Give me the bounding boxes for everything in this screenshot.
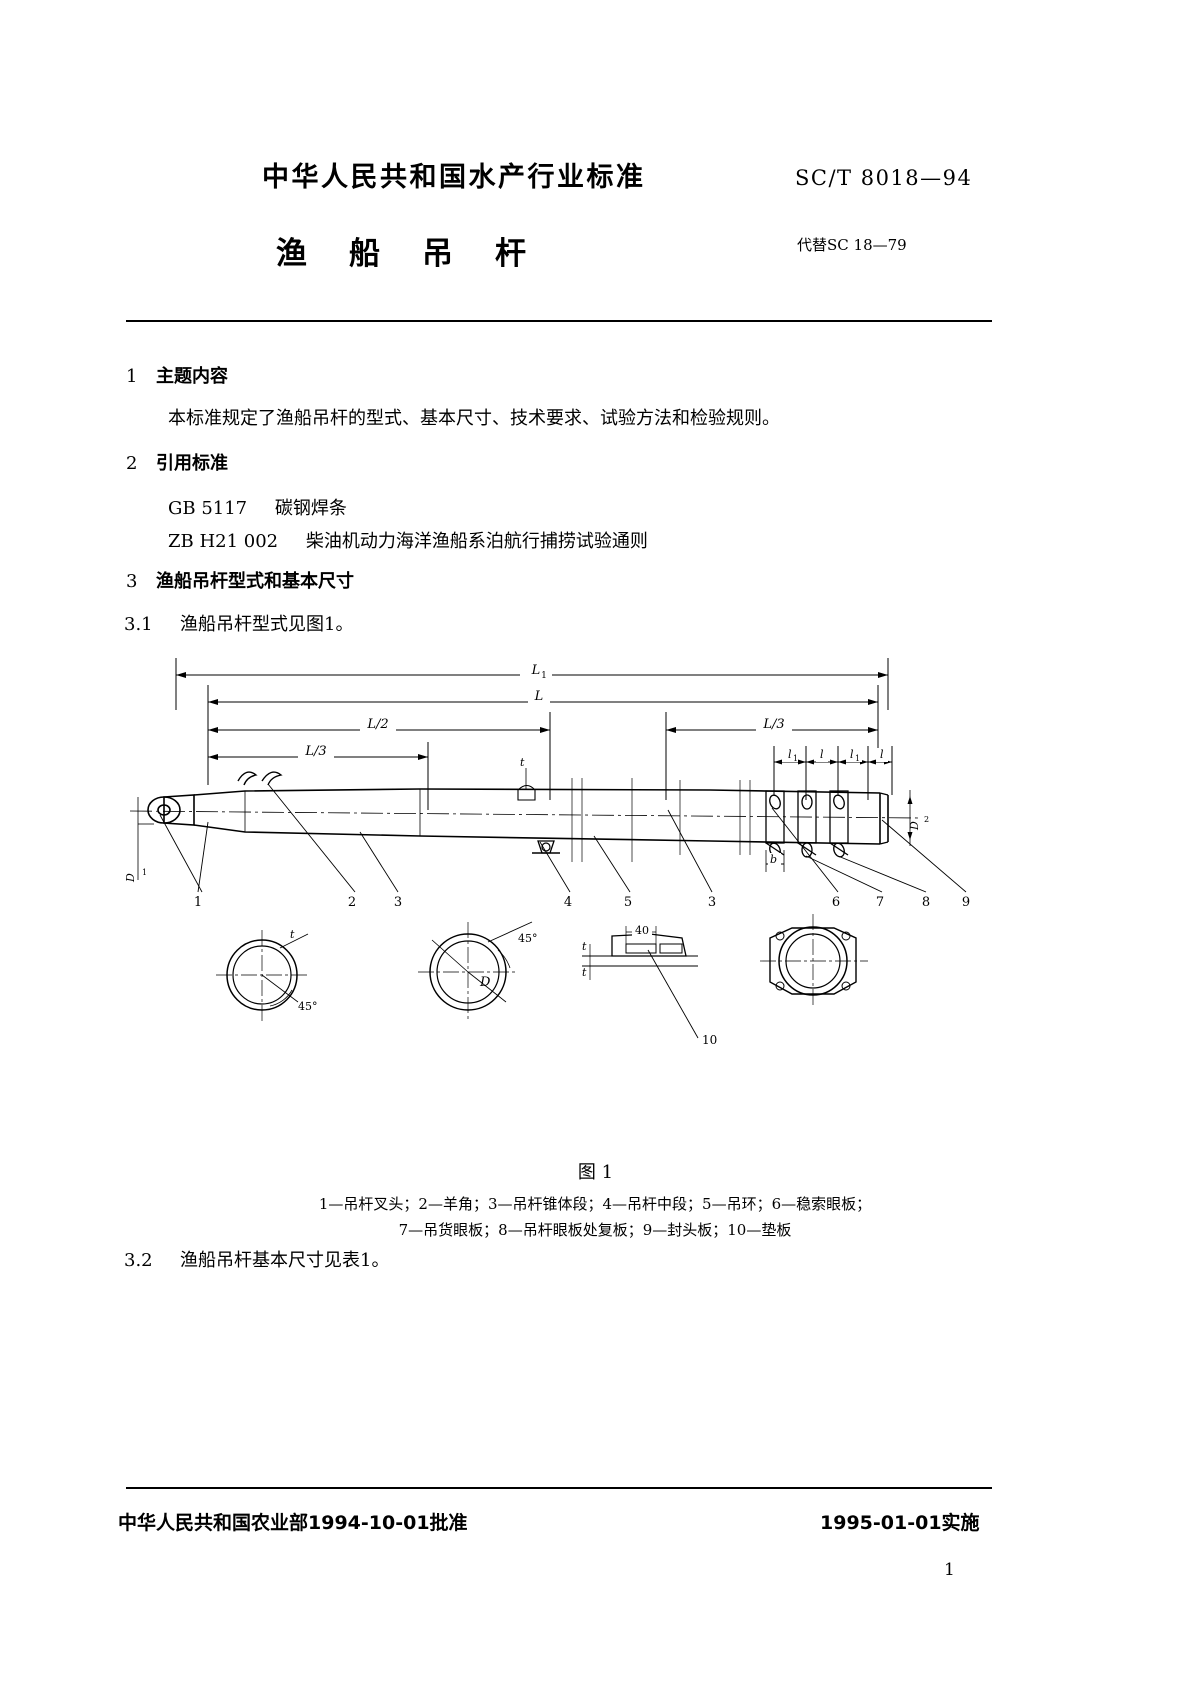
figure-caption: 图 1 (577, 1162, 614, 1183)
section-number-3: 3 (126, 571, 138, 592)
reference-name-1: 碳钢焊条 (274, 498, 347, 519)
section-heading-2: 2 引用标准 (126, 449, 228, 475)
derrick-boom-drawing: L 1 L L/2 (124, 658, 970, 1047)
part-number-1: 1 (194, 895, 202, 910)
subsection-number-3-2: 3.2 (124, 1250, 153, 1271)
detail-angle-45-left: 45° (298, 1000, 318, 1013)
svg-text:1: 1 (142, 868, 147, 877)
dim-label-L-third-right: L/3 (762, 717, 784, 732)
part-number-6: 6 (832, 895, 840, 910)
implementation-date: 1995-01-01实施 (820, 1512, 980, 1534)
detail-label-D: D (479, 975, 491, 990)
detail-angle-45-right: 45° (518, 932, 538, 945)
section-heading-3: 3 渔船吊杆型式和基本尺寸 (126, 567, 354, 593)
part-number-8: 8 (922, 895, 930, 910)
detail-label-t-left: t (290, 928, 295, 941)
reference-item-1: GB 5117 碳钢焊条 (168, 494, 347, 520)
detail-pad-plate: t t 40 10 (582, 924, 717, 1047)
dim-label-t-top: t (520, 756, 525, 769)
detail-label-40: 40 (635, 924, 649, 937)
dim-label-b: b (770, 853, 777, 866)
standard-code: SC/T 8018—94 (795, 166, 973, 190)
subsection-number-3-1: 3.1 (124, 614, 153, 635)
detail-callout-10: 10 (702, 1033, 717, 1047)
dim-label-l1-b: l (850, 748, 854, 761)
subsection-text-3-1: 渔船吊杆型式见图1。 (180, 614, 354, 635)
detail-section-small: t 45° (216, 928, 318, 1022)
part-number-5: 5 (624, 895, 632, 910)
page-number: 1 (944, 1560, 955, 1580)
header-divider (126, 320, 992, 322)
section-number-1: 1 (126, 366, 138, 387)
reference-name-2: 柴油机动力海洋渔船系泊航行捕捞试验通则 (305, 531, 648, 552)
figure-1-derrick-boom: L 1 L L/2 (120, 650, 1000, 1090)
part-number-2: 2 (348, 895, 356, 910)
section-heading-1: 1 主题内容 (126, 362, 228, 388)
svg-text:1: 1 (541, 671, 547, 681)
section-title-3: 渔船吊杆型式和基本尺寸 (156, 571, 354, 592)
section-title-1: 主题内容 (156, 366, 228, 387)
dim-label-L-half: L/2 (366, 717, 388, 732)
replaces-note: 代替SC 18—79 (797, 236, 907, 254)
dim-label-l-b: l (880, 748, 884, 761)
dim-label-D1: D (124, 873, 137, 883)
svg-text:2: 2 (924, 815, 929, 824)
svg-text:1: 1 (793, 754, 798, 763)
subsection-3-2: 3.2 渔船吊杆基本尺寸见表1。 (124, 1246, 389, 1272)
dim-label-L1: L (531, 663, 541, 678)
standard-body-title: 中华人民共和国水产行业标准 (262, 162, 646, 193)
part-number-4: 4 (564, 895, 572, 910)
svg-text:1: 1 (855, 754, 860, 763)
approval-statement: 中华人民共和国农业部1994-10-01批准 (118, 1512, 468, 1534)
part-number-7: 7 (876, 895, 884, 910)
document-title: 渔船吊杆 (276, 236, 568, 272)
figure-legend-line-2: 7—吊货眼板；8—吊杆眼板处复板；9—封头板；10—垫板 (398, 1221, 792, 1239)
part-number-3b: 3 (708, 895, 716, 910)
detail-end-flange (760, 914, 868, 1008)
reference-code-1: GB 5117 (168, 498, 248, 519)
part-number-3a: 3 (394, 895, 402, 910)
scope-paragraph: 本标准规定了渔船吊杆的型式、基本尺寸、技术要求、试验方法和检验规则。 (168, 408, 780, 429)
detail-label-t-pad-top: t (582, 940, 587, 953)
footer-divider (126, 1487, 992, 1489)
dim-label-l-a: l (820, 748, 824, 761)
subsection-3-1: 3.1 渔船吊杆型式见图1。 (124, 610, 353, 636)
subsection-text-3-2: 渔船吊杆基本尺寸见表1。 (180, 1250, 390, 1271)
dim-label-L-third-left: L/3 (304, 744, 326, 759)
reference-code-2: ZB H21 002 (168, 531, 279, 552)
detail-section-large: D 45° (418, 921, 538, 1022)
section-title-2: 引用标准 (156, 453, 228, 474)
dim-label-L: L (534, 689, 544, 704)
section-number-2: 2 (126, 453, 138, 474)
figure-legend-line-1: 1—吊杆叉头；2—羊角；3—吊杆锥体段；4—吊杆中段；5—吊环；6—稳索眼板； (318, 1195, 872, 1213)
dim-label-l1-a: l (788, 748, 792, 761)
part-number-9: 9 (962, 895, 970, 910)
detail-label-t-pad-bot: t (582, 966, 587, 979)
reference-item-2: ZB H21 002 柴油机动力海洋渔船系泊航行捕捞试验通则 (168, 527, 648, 553)
dim-label-D2: D (908, 821, 921, 831)
